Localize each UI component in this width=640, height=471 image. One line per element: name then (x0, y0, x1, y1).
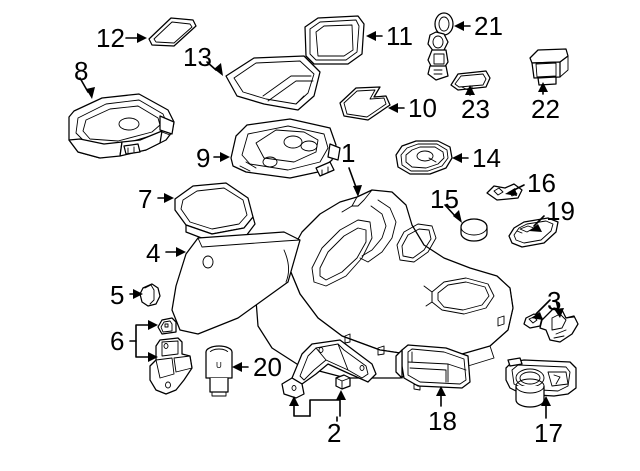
callout-label-9[interactable]: 9 (196, 143, 211, 173)
callout-label-6[interactable]: 6 (110, 326, 125, 356)
part-12-console-lid-pad[interactable] (148, 17, 197, 47)
part-13-console-top-trim[interactable] (225, 55, 321, 111)
callout-label-7[interactable]: 7 (138, 184, 153, 214)
part-8-upper-storage-tray[interactable] (68, 93, 175, 159)
part-6-mounting-bracket-set[interactable] (149, 317, 193, 395)
part-20-cigarette-lighter-socket[interactable] (205, 345, 233, 397)
callout-label-4[interactable]: 4 (146, 238, 161, 268)
callout-label-11[interactable]: 11 (386, 21, 413, 51)
callout-label-3[interactable]: 3 (547, 286, 562, 316)
callout-label-19[interactable]: 19 (546, 196, 575, 226)
callout-label-16[interactable]: 16 (527, 168, 556, 198)
callout-label-12[interactable]: 12 (96, 23, 125, 53)
callout-label-23[interactable]: 23 (461, 94, 490, 124)
part-18-console-storage-box[interactable] (395, 344, 471, 391)
callout-label-8[interactable]: 8 (74, 56, 89, 86)
callout-leaders (79, 21, 564, 422)
part-marking-u: U (216, 361, 222, 370)
part-1-center-console-body[interactable] (255, 189, 514, 379)
callout-label-2[interactable]: 2 (327, 418, 342, 448)
callout-label-17[interactable]: 17 (534, 418, 563, 448)
part-15-round-cap-disc[interactable] (460, 218, 488, 242)
part-4-console-side-panel[interactable] (171, 231, 301, 335)
part-14-oval-console-tray[interactable] (395, 140, 453, 175)
part-19-flat-cover-panel[interactable] (508, 217, 559, 248)
callout-label-13[interactable]: 13 (183, 42, 212, 72)
part-16-small-retainer-clip[interactable] (486, 183, 523, 201)
part-10-console-mat[interactable] (339, 86, 391, 121)
callout-label-1[interactable]: 1 (341, 138, 356, 168)
callout-label-5[interactable]: 5 (110, 280, 125, 310)
callout-label-20[interactable]: 20 (253, 352, 282, 382)
callout-label-22[interactable]: 22 (531, 94, 560, 124)
part-21-hinge-latch-mechanism[interactable] (427, 12, 454, 81)
part-11-storage-bin[interactable] (304, 15, 365, 65)
part-2-console-bracket-pair[interactable] (281, 339, 377, 399)
callout-label-10[interactable]: 10 (408, 93, 437, 123)
callout-label-21[interactable]: 21 (474, 11, 503, 41)
callout-label-18[interactable]: 18 (428, 406, 457, 436)
callout-label-14[interactable]: 14 (472, 143, 501, 173)
part-17-cupholder-module[interactable] (505, 357, 577, 408)
part-7-trim-bezel-left[interactable] (174, 182, 256, 243)
part-5-round-plug-cap[interactable] (139, 283, 161, 307)
part-23-cover-knob-cap[interactable] (450, 70, 491, 91)
part-22-push-button-switch[interactable] (529, 48, 569, 86)
part-9-cupholder-insert-assembly[interactable] (230, 118, 341, 179)
callout-label-15[interactable]: 15 (430, 184, 459, 214)
